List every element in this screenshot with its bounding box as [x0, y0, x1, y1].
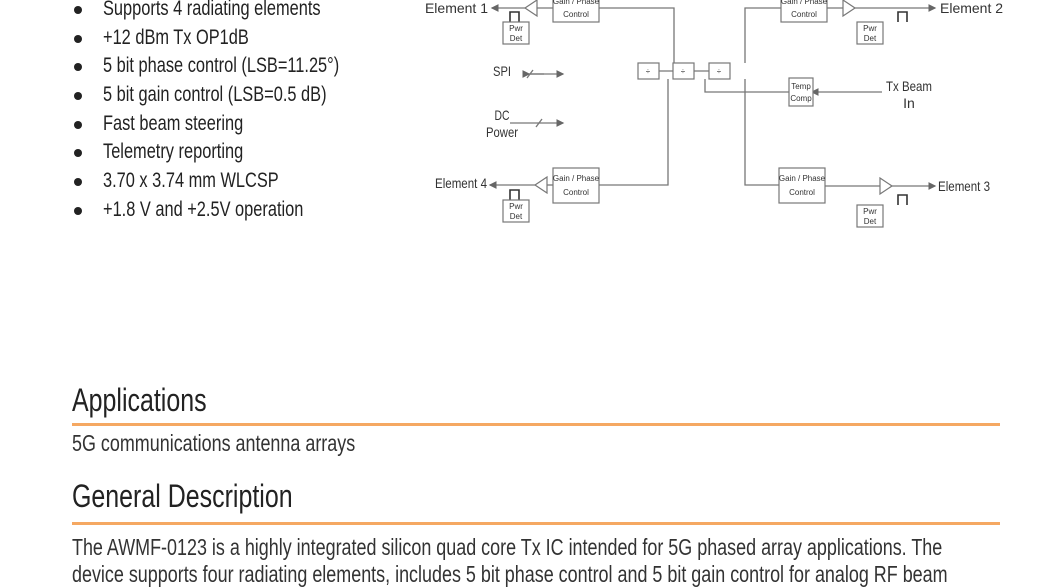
- svg-text:Temp: Temp: [791, 82, 811, 91]
- description-line-2: device supports four radiating elements,…: [72, 561, 948, 587]
- section-divider: [72, 423, 1000, 426]
- dc-label: DC: [495, 107, 510, 123]
- svg-text:Gain / Phase: Gain / Phase: [781, 0, 828, 6]
- bullet-icon: [74, 6, 82, 14]
- amplifier-icon: [879, 176, 894, 196]
- gain-phase-control-4: Gain / Phase Control: [552, 167, 600, 204]
- svg-text:Control: Control: [789, 188, 815, 197]
- svg-text:Pwr: Pwr: [509, 202, 523, 211]
- feature-text: Telemetry reporting: [103, 140, 244, 164]
- block-diagram: Gain / Phase Control Gain / Phase Contro…: [425, 0, 1003, 228]
- svg-text:÷: ÷: [681, 67, 686, 76]
- svg-text:Gain / Phase: Gain / Phase: [779, 174, 826, 183]
- svg-text:Gain / Phase: Gain / Phase: [553, 174, 600, 183]
- amplifier-icon: [842, 0, 857, 18]
- bullet-icon: [74, 178, 82, 187]
- general-description-heading: General Description: [72, 478, 293, 514]
- applications-heading: Applications: [72, 382, 207, 418]
- amplifier-icon: [523, 0, 538, 18]
- feature-text: +1.8 V and +2.5V operation: [103, 197, 304, 221]
- amplifier-icon: [533, 175, 548, 195]
- description-line-1: The AWMF-0123 is a highly integrated sil…: [72, 534, 943, 560]
- bullet-icon: [74, 92, 82, 101]
- svg-text:Det: Det: [864, 217, 877, 226]
- feature-text: 5 bit gain control (LSB=0.5 dB): [103, 83, 327, 107]
- bullet-icon: [74, 149, 82, 158]
- svg-text:Control: Control: [563, 188, 589, 197]
- bullet-icon: [74, 63, 82, 72]
- element-2-label: Element 2: [940, 0, 1003, 16]
- svg-text:Control: Control: [791, 10, 817, 19]
- svg-text:Pwr: Pwr: [509, 24, 523, 33]
- svg-text:Det: Det: [510, 212, 523, 221]
- feature-text: +12 dBm Tx OP1dB: [103, 25, 249, 49]
- svg-text:Pwr: Pwr: [863, 24, 877, 33]
- divider-2: ÷: [672, 62, 695, 80]
- tx-beam-label: Tx Beam: [886, 78, 932, 94]
- gain-phase-control-2: Gain / Phase Control: [780, 0, 828, 23]
- element-4-label: Element 4: [435, 175, 487, 191]
- svg-text:Control: Control: [563, 10, 589, 19]
- svg-text:Det: Det: [864, 34, 877, 43]
- wires: [488, 4, 937, 205]
- svg-text:÷: ÷: [717, 67, 722, 76]
- temp-comp-block: Temp Comp: [788, 77, 814, 107]
- power-label: Power: [486, 124, 518, 140]
- element-1-label: Element 1: [425, 0, 488, 16]
- tx-in-label: In: [903, 95, 915, 111]
- feature-text: Supports 4 radiating elements: [103, 0, 321, 20]
- divider-1: ÷: [637, 62, 660, 80]
- gain-phase-control-1: Gain / Phase Control: [552, 0, 600, 23]
- element-3-label: Element 3: [938, 178, 990, 194]
- spi-label: SPI: [493, 63, 511, 79]
- section-divider: [72, 522, 1000, 525]
- svg-text:Comp: Comp: [790, 94, 812, 103]
- svg-text:Gain / Phase: Gain / Phase: [553, 0, 600, 6]
- svg-text:÷: ÷: [646, 67, 651, 76]
- bullet-icon: [74, 206, 82, 215]
- bullet-icon: [74, 34, 82, 43]
- bullet-icon: [74, 120, 82, 129]
- feature-text: 3.70 x 3.74 mm WLCSP: [103, 169, 279, 193]
- svg-text:Det: Det: [510, 34, 523, 43]
- applications-text: 5G communications antenna arrays: [72, 430, 356, 456]
- gain-phase-control-3: Gain / Phase Control: [778, 167, 826, 204]
- feature-text: 5 bit phase control (LSB=11.25°): [103, 54, 340, 78]
- svg-text:Pwr: Pwr: [863, 207, 877, 216]
- feature-text: Fast beam steering: [103, 111, 244, 135]
- divider-3: ÷: [708, 62, 731, 80]
